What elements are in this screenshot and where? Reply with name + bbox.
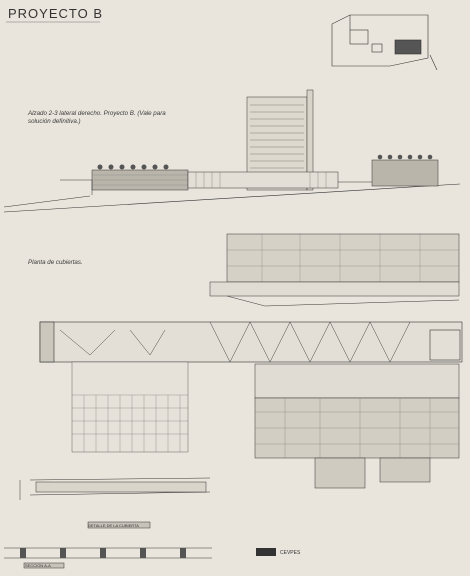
section-caption: SECCION A-A — [25, 563, 51, 568]
elevation-drawing — [3, 89, 461, 213]
key-plan — [331, 14, 438, 71]
page-title: PROYECTO B — [8, 6, 104, 21]
elevation-caption: Alzado 2-3 lateral derecho. Proyecto B. … — [28, 110, 166, 125]
legend-label: CEVPES — [280, 550, 301, 556]
roof-plan-caption: Planta de cubiertas. — [28, 259, 83, 266]
roof-plan-right-block — [254, 363, 460, 489]
section-aa — [4, 547, 212, 569]
roof-plan-main-bar — [39, 321, 463, 363]
roof-plan-left-grid — [71, 361, 189, 453]
roof-plan-upper-block — [209, 233, 460, 307]
legend-swatch — [256, 548, 276, 556]
detail-caption: DETALLE DE LA CUBIERTA — [88, 523, 139, 528]
roof-detail — [19, 477, 211, 529]
